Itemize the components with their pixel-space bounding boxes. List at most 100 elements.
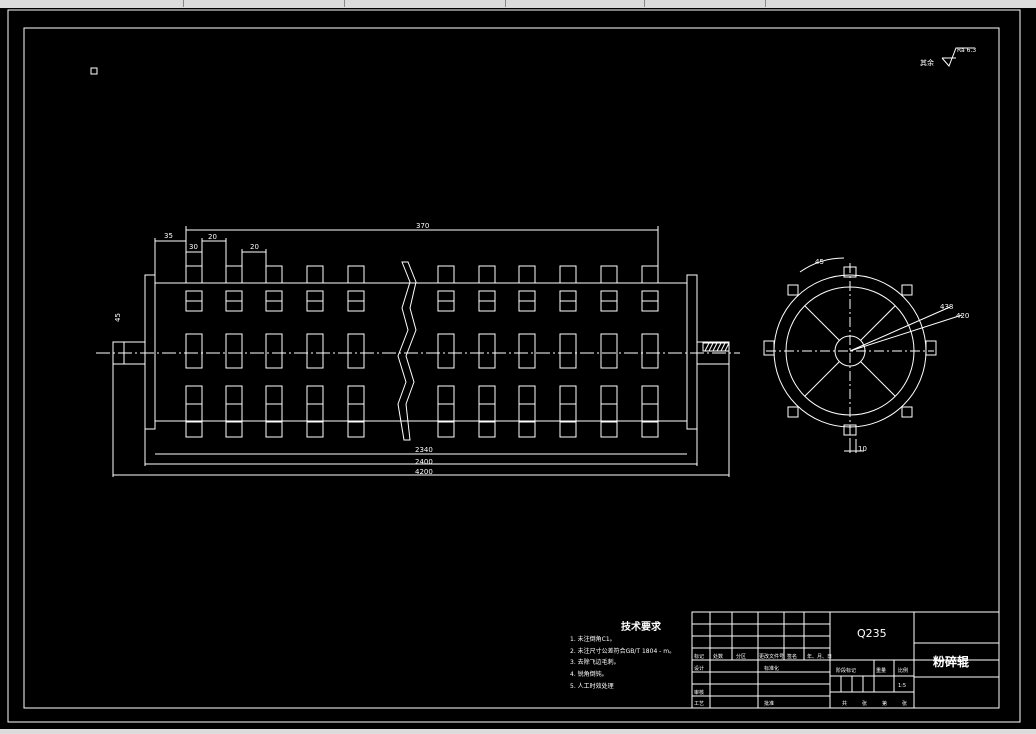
tooth-bottom xyxy=(347,420,365,438)
tooth-bottom xyxy=(185,420,203,438)
part-name: 粉碎辊 xyxy=(933,654,969,669)
roller-body xyxy=(154,282,688,422)
tech-req-item: 2. 未注尺寸公差符合GB/T 1804 - m。 xyxy=(570,647,675,655)
dim-tooth-width-b: 20 xyxy=(250,243,259,251)
wheel-tooth xyxy=(787,284,799,296)
tooth-bottom xyxy=(518,420,536,438)
dim-outer-dia: 438 xyxy=(940,303,953,311)
tech-req-title: 技术要求 xyxy=(621,620,662,633)
dim-tooth-width-a: 30 xyxy=(189,243,198,251)
approve-label: 批准 xyxy=(764,700,774,707)
wheel-tooth xyxy=(925,340,937,356)
dim-overall-tooth-span: 370 xyxy=(416,222,429,230)
tooth-top xyxy=(641,265,659,284)
row-label: 处数 xyxy=(713,653,723,660)
tab-segment[interactable] xyxy=(184,0,345,7)
tooth-bottom xyxy=(437,420,455,438)
dim-tooth-gap: 20 xyxy=(208,233,217,241)
tech-req-item: 4. 锐角倒钝。 xyxy=(570,670,608,678)
roller-end-view xyxy=(763,257,963,453)
wheel-tooth xyxy=(901,284,913,296)
tooth-top xyxy=(559,265,577,284)
row-label: 更改文件号 xyxy=(759,653,784,660)
tooth-row xyxy=(641,333,659,369)
tooth-row xyxy=(478,333,496,369)
tech-req-item: 3. 去除飞边毛刺。 xyxy=(570,658,620,666)
leader-line xyxy=(849,306,951,352)
dim-body-length: 2400 xyxy=(415,458,433,466)
tooth-bottom xyxy=(641,420,659,438)
tooth-top xyxy=(306,265,324,284)
hatch-line xyxy=(712,342,718,352)
tooth-row xyxy=(518,333,536,369)
spoke xyxy=(804,361,840,397)
tooth-top xyxy=(518,265,536,284)
end-flange xyxy=(144,274,156,430)
stage-header: 比例 xyxy=(898,667,908,674)
wheel-tooth xyxy=(843,266,857,278)
spoke xyxy=(860,305,896,341)
roughness-symbol: 其余 Ra 6.3 xyxy=(920,47,976,67)
scale-value: 1:5 xyxy=(898,683,906,689)
process-label: 工艺 xyxy=(694,701,704,707)
sheet-label: 第 xyxy=(882,700,887,707)
tab-segment[interactable] xyxy=(506,0,645,7)
hatch-line xyxy=(724,342,730,352)
tooth-top xyxy=(347,265,365,284)
hatch-line xyxy=(720,342,726,352)
tooth-top xyxy=(225,265,243,284)
tooth-row xyxy=(347,333,365,369)
tech-req-item: 5. 人工时效处理 xyxy=(570,682,614,690)
tech-req-item: 1. 未注倒角C1。 xyxy=(570,635,616,643)
material-label: Q235 xyxy=(857,627,887,640)
tooth-top xyxy=(185,265,203,284)
tooth-row xyxy=(600,333,618,369)
roughness-value: Ra 6.3 xyxy=(957,47,976,54)
dim-shaft-dia: 45 xyxy=(114,313,122,322)
spoke xyxy=(860,361,896,397)
tab-segment[interactable] xyxy=(0,0,184,7)
tooth-row xyxy=(225,333,243,369)
hatch-line xyxy=(708,342,714,352)
angle-arc xyxy=(799,257,845,273)
hatch-line xyxy=(716,342,722,352)
end-flange xyxy=(686,274,698,430)
sheet-label: 张 xyxy=(902,700,907,707)
tooth-bottom xyxy=(559,420,577,438)
hatch-line xyxy=(704,342,710,352)
tooth-bottom xyxy=(478,420,496,438)
break-line xyxy=(397,261,417,441)
tooth-row xyxy=(306,333,324,369)
sheet-label: 张 xyxy=(862,700,867,707)
technical-requirements: 技术要求 1. 未注倒角C1。 2. 未注尺寸公差符合GB/T 1804 - m… xyxy=(570,620,675,690)
row-label: 签名 xyxy=(787,653,797,660)
keyway xyxy=(702,342,730,352)
wheel-tooth xyxy=(763,340,775,356)
row-label: 年、月、日 xyxy=(807,653,832,660)
paper-outline xyxy=(7,9,1021,723)
dim-total-length: 4200 xyxy=(415,468,433,476)
tooth-bottom xyxy=(306,420,324,438)
tooth-bottom xyxy=(600,420,618,438)
sheet-label: 共 xyxy=(842,700,847,707)
roughness-prefix: 其余 xyxy=(920,58,934,67)
tooth-bottom xyxy=(265,420,283,438)
review-label: 审核 xyxy=(694,689,704,696)
row-label: 标记 xyxy=(694,653,704,660)
title-block-text: Q235 粉碎辊 标记 处数 分区 更改文件号 签名 年、月、日 设计 标准化 … xyxy=(694,627,969,707)
tooth-top xyxy=(600,265,618,284)
tab-segment[interactable] xyxy=(345,0,506,7)
dim-first-offset: 35 xyxy=(164,232,173,240)
tooth-bottom xyxy=(225,420,243,438)
tooth-top xyxy=(437,265,455,284)
row-label: 分区 xyxy=(736,653,746,660)
tooth-top xyxy=(478,265,496,284)
spoke xyxy=(804,305,840,341)
tab-segment[interactable] xyxy=(645,0,766,7)
dim-tooth-height: 10 xyxy=(858,445,867,453)
tooth-row xyxy=(185,333,203,369)
stage-header: 阶段标记 xyxy=(836,667,856,674)
tooth-row xyxy=(437,333,455,369)
design-label: 设计 xyxy=(694,665,704,672)
